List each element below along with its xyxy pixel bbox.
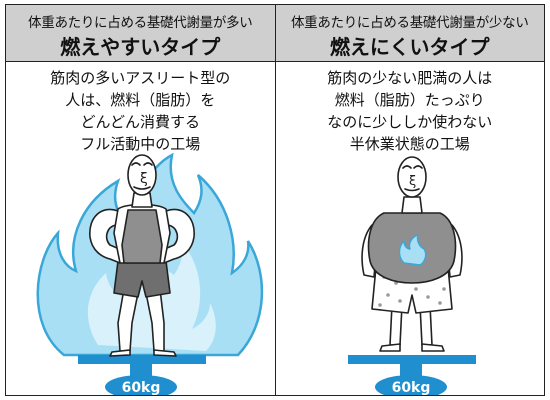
overweight-person-illustration: 60kg xyxy=(347,156,476,395)
panel-header: 体重あたりに占める基礎代謝量が多い 燃えやすいタイプ xyxy=(6,5,275,62)
panel-description: 筋肉の多いアスリート型の 人は、燃料（脂肪）を どんどん消費する フル活動中の工… xyxy=(6,67,275,155)
description-line: 燃料（脂肪）たっぷり xyxy=(334,91,485,109)
weight-label: 60kg xyxy=(122,380,161,395)
panel-subtitle: 体重あたりに占める基礎代謝量が多い xyxy=(28,15,253,31)
panel-description: 筋肉の少ない肥満の人は 燃料（脂肪）たっぷり なのに少ししか使わない 半休業状態… xyxy=(276,67,545,155)
description-line: なのに少ししか使わない xyxy=(327,113,493,131)
svg-text:ξ: ξ xyxy=(140,171,148,187)
weight-label: 60kg xyxy=(391,380,430,395)
description-line: 人は、燃料（脂肪）を xyxy=(65,91,216,109)
description-line: フル活動中の工場 xyxy=(80,135,201,153)
panel-burns-easily: 体重あたりに占める基礎代謝量が多い 燃えやすいタイプ 60kg xyxy=(6,5,276,395)
scale-icon: 60kg xyxy=(78,355,206,395)
panel-title: 燃えやすいタイプ xyxy=(60,35,221,59)
muscular-athlete-illustration: 60kg xyxy=(36,152,264,395)
comparison-frame: 体重あたりに占める基礎代謝量が多い 燃えやすいタイプ 60kg xyxy=(5,4,545,396)
panel-header: 体重あたりに占める基礎代謝量が少ない 燃えにくいタイプ xyxy=(275,5,544,62)
panel-subtitle: 体重あたりに占める基礎代謝量が少ない xyxy=(290,15,529,31)
description-line: どんどん消費する xyxy=(80,113,201,131)
overweight-figure: ξ xyxy=(360,156,463,352)
small-flame-icon xyxy=(398,234,426,266)
description-line: 筋肉の多いアスリート型の xyxy=(50,69,231,87)
panel-burns-poorly: 体重あたりに占める基礎代謝量が少ない 燃えにくいタイプ 60kg xyxy=(275,5,545,395)
athlete-figure: ξ xyxy=(89,154,195,357)
description-line: 半休業状態の工場 xyxy=(349,135,470,153)
panel-title: 燃えにくいタイプ xyxy=(329,35,490,59)
svg-text:ξ: ξ xyxy=(409,174,416,189)
scale-icon: 60kg xyxy=(347,355,476,395)
description-line: 筋肉の少ない肥満の人は xyxy=(327,69,493,87)
